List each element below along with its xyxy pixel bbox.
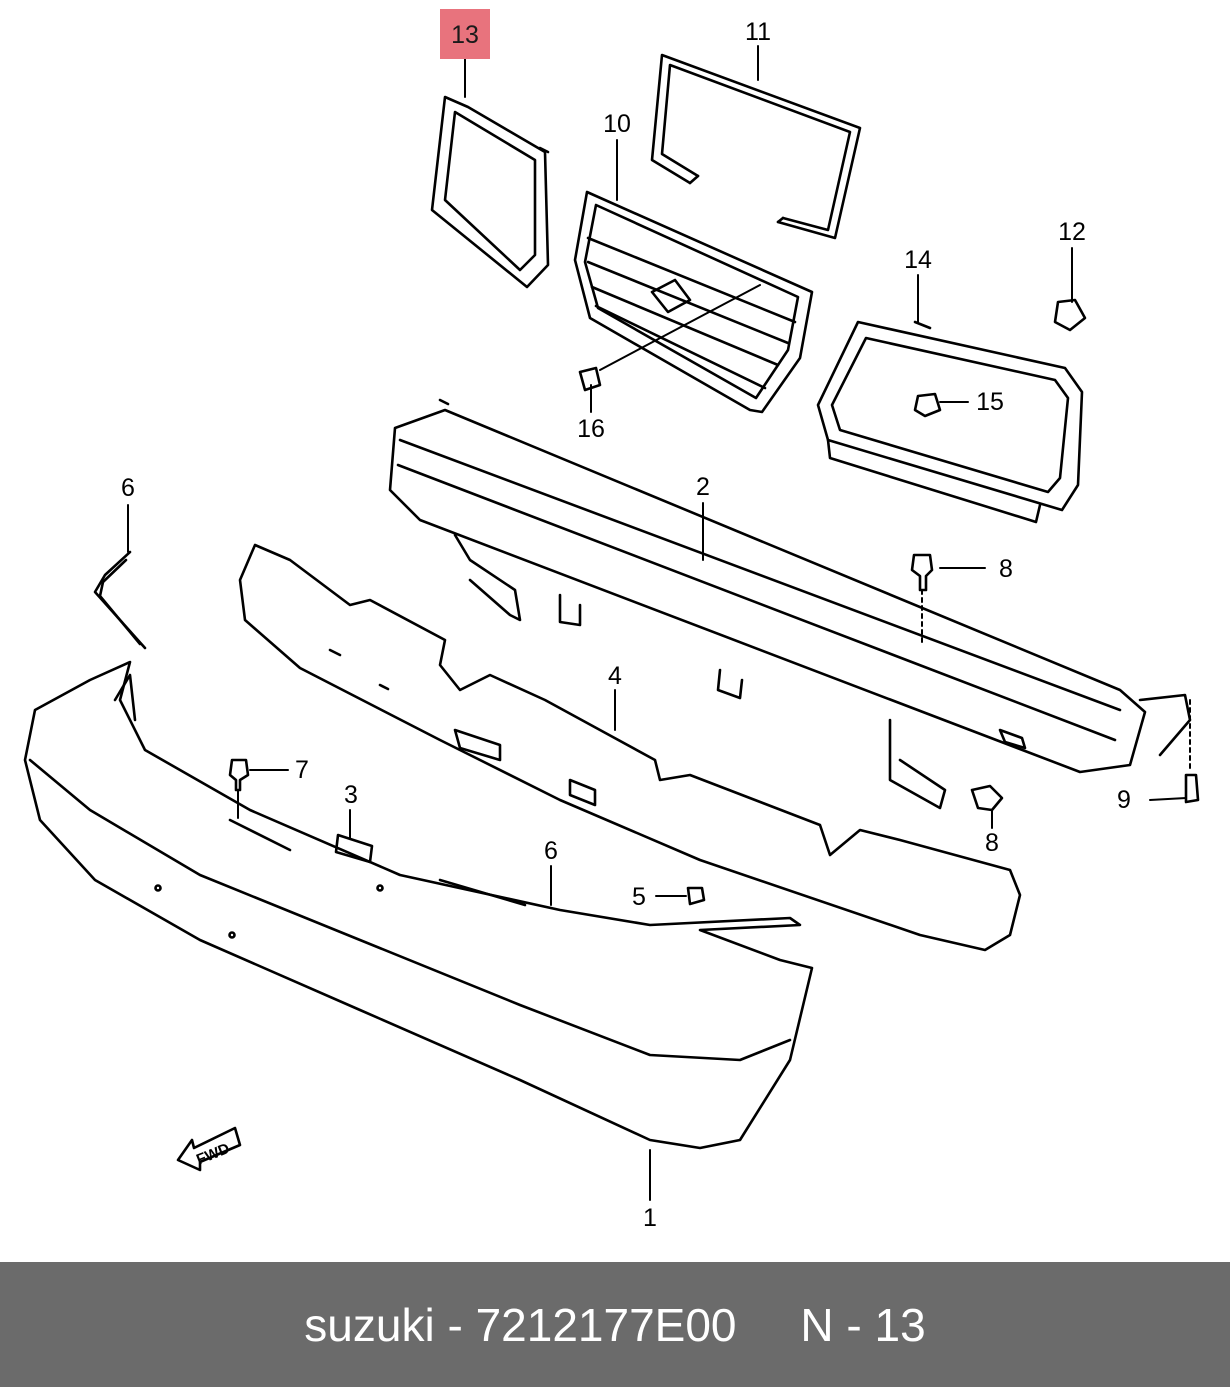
fwd-arrow: FWD — [176, 1126, 242, 1172]
part-16-clip — [578, 366, 602, 392]
callout-10: 10 — [603, 110, 631, 138]
leader-lines — [127, 45, 1191, 1201]
callout-9: 9 — [1117, 786, 1131, 814]
callout-6-lower: 6 — [544, 837, 558, 865]
part-4-absorber — [238, 543, 1022, 952]
callout-7: 7 — [295, 756, 309, 784]
gap — [737, 1298, 801, 1352]
part-7-screw — [228, 758, 250, 792]
part-2-reinforcement — [388, 398, 1192, 810]
part-11-molding — [650, 53, 862, 240]
callout-14: 14 — [904, 246, 932, 274]
callout-8-upper: 8 — [999, 555, 1013, 583]
part-3-plate — [334, 833, 374, 864]
parts-diagram: FWD 13 11 10 12 14 15 16 2 6 8 4 7 3 9 8… — [23, 9, 1200, 1232]
part-14-lower-bezel — [816, 320, 1084, 524]
callout-4: 4 — [608, 662, 622, 690]
part-15-clip — [913, 392, 942, 418]
callout-5: 5 — [632, 883, 646, 911]
part-8-bolt-top — [910, 553, 934, 592]
callout-11: 11 — [745, 18, 771, 46]
callout-6-upper: 6 — [121, 474, 135, 502]
part-number: 7212177E00 — [475, 1298, 737, 1351]
callout-1: 1 — [643, 1204, 657, 1232]
callout-13-highlight[interactable]: 13 — [440, 9, 490, 59]
callout-15: 15 — [976, 388, 1004, 416]
part-6-molding-left — [93, 550, 147, 650]
separator: - — [434, 1298, 476, 1351]
callout-13: 13 — [451, 21, 479, 49]
part-info-footer: suzuki - 7212177E00 N - 13 — [0, 1262, 1230, 1387]
part-1-bumper-cover — [23, 660, 814, 1150]
reference-number: 13 — [874, 1298, 926, 1351]
callout-2: 2 — [696, 473, 710, 501]
part-9-bolt — [1184, 773, 1200, 804]
callout-16: 16 — [577, 415, 605, 443]
part-10-grille — [573, 190, 814, 414]
reference-prefix: N - — [800, 1298, 875, 1351]
callout-12: 12 — [1058, 218, 1086, 246]
part-12-clip — [1053, 298, 1087, 332]
callout-8-lower: 8 — [985, 829, 999, 857]
part-8-bolt-side — [970, 784, 1004, 812]
brand-name: suzuki — [304, 1298, 435, 1351]
part-13-grille-bezel — [430, 95, 550, 289]
part-5-nut — [686, 886, 706, 906]
callout-3: 3 — [344, 781, 358, 809]
